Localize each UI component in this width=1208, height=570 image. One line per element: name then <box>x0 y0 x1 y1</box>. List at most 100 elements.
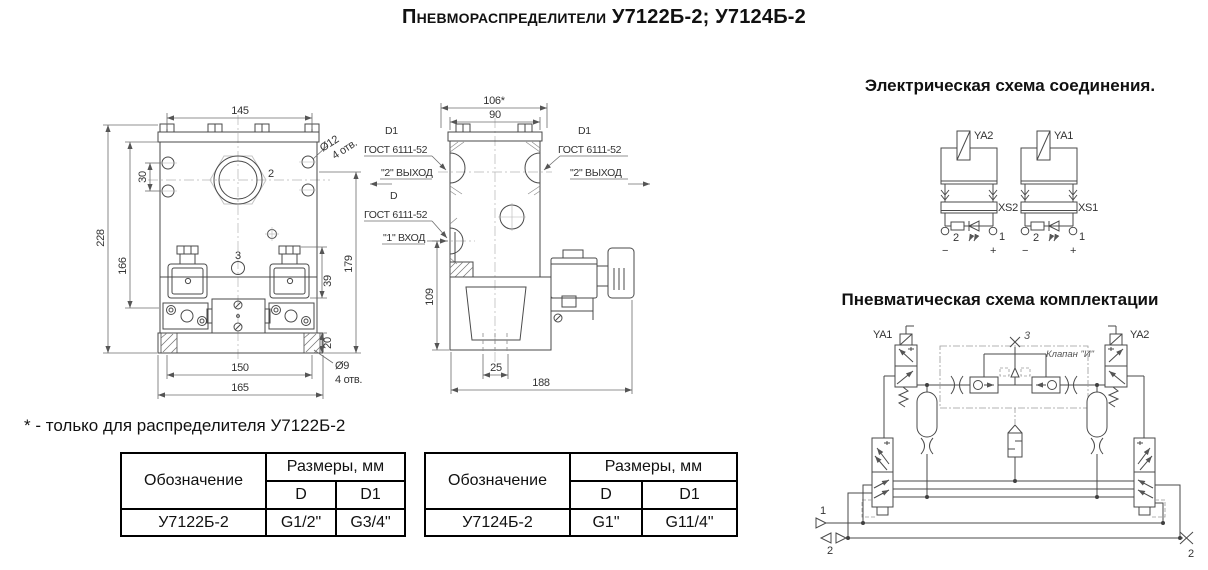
capsule-right <box>1086 385 1108 497</box>
dim-30: 30 <box>137 171 149 183</box>
coil-label-ya1: YA1 <box>1054 130 1073 142</box>
page-title: Пневмораспределители У7122Б-2; У7124Б-2 <box>402 6 806 28</box>
terminal-2-left: 2 <box>953 232 959 244</box>
front-mount-holes <box>159 155 317 198</box>
port-2-symbol <box>819 532 848 544</box>
terminal-2-right: 2 <box>1033 232 1039 244</box>
pneu-port-2-left: 2 <box>827 545 833 557</box>
pneu-label-exhaust: 3 <box>1024 330 1031 342</box>
side-lower-block <box>449 276 552 351</box>
footnote: * - только для распределителя У7122Б-2 <box>24 416 346 435</box>
port-in-name: "1" ВХОД <box>383 232 425 244</box>
front-top-bolts <box>159 123 320 133</box>
elec-unit-left <box>940 130 998 242</box>
port-out-left-gost: ГОСТ 6111-52 <box>364 144 428 156</box>
pneumatic-schematic <box>815 325 1194 545</box>
front-view-labels: 145 30 166 228 179 39 20 150 165 Ø12 4 о… <box>95 105 363 394</box>
table2-d1-header: D1 <box>641 480 738 510</box>
port-out-right-d: D1 <box>578 125 591 137</box>
dim-188: 188 <box>532 377 550 389</box>
side-view-labels: 106* 90 109 25 188 <box>424 95 550 389</box>
table2-d1-value: G11/4" <box>641 508 738 537</box>
pneu-bus-lines <box>826 480 1183 539</box>
mark-2: 2 <box>268 168 274 180</box>
table1-designation-header: Обозначение <box>120 452 267 510</box>
port-out-left-d: D1 <box>385 125 398 137</box>
terminal-1-right: 1 <box>1079 231 1085 243</box>
table2-d-header: D <box>569 480 643 510</box>
pneu-port-2-right: 2 <box>1188 548 1194 560</box>
front-feet-hatch <box>160 332 321 354</box>
port-out-right-gost: ГОСТ 6111-52 <box>558 144 622 156</box>
pneumatic-heading: Пневматическая схема комплектации <box>841 290 1159 309</box>
table2-designation-header: Обозначение <box>424 452 571 510</box>
front-right-plate <box>268 302 315 330</box>
side-view-dimensions <box>432 103 633 394</box>
polarity-neg-right: − <box>1022 245 1028 257</box>
pneumatic-labels: YA1 YA2 3 Клапан "И" 1 2 2 <box>820 329 1194 560</box>
mark-3: 3 <box>235 250 241 262</box>
terminal-1-left: 1 <box>999 231 1005 243</box>
front-view-dimensions <box>103 113 361 399</box>
side-view <box>438 118 635 362</box>
throttle-right <box>1064 375 1078 395</box>
junction-dots <box>846 383 1182 540</box>
connector-label-xs1: XS1 <box>1078 202 1098 214</box>
electrical-labels: YA2 XS2 2 1 − + YA1 XS1 2 1 − + <box>942 130 1098 257</box>
pneu-valve-right <box>1104 325 1145 438</box>
middle-silencer <box>1007 408 1023 481</box>
side-coil-silhouette <box>465 286 527 341</box>
table2-d-value: G1" <box>569 508 643 537</box>
table1-d-value: G1/2" <box>265 508 337 537</box>
electrical-schematic <box>940 130 1078 242</box>
pneu-port-1: 1 <box>820 505 826 517</box>
table1-d-header: D <box>265 480 337 510</box>
connector-label-xs2: XS2 <box>998 202 1018 214</box>
dim-90: 90 <box>489 109 501 121</box>
dim-145: 145 <box>231 105 249 117</box>
bottom-valve-left <box>861 437 894 518</box>
port-out-right-name: "2" ВЫХОД <box>570 167 622 179</box>
dim-106: 106* <box>483 95 505 107</box>
table1-d1-header: D1 <box>335 480 406 510</box>
dimension-table-u7124: Обозначение Размеры, мм D D1 У7124Б-2 G1… <box>424 452 738 537</box>
front-left-coil <box>167 245 208 299</box>
table2-sizes-header: Размеры, мм <box>569 452 738 482</box>
port-out-left-name: "2" ВЫХОД <box>381 167 433 179</box>
port-callouts: D1 ГОСТ 6111-52 "2" ВЫХОД D ГОСТ 6111-52… <box>364 125 650 245</box>
port-in-gost: ГОСТ 6111-52 <box>364 209 428 221</box>
pneu-label-ya2: YA2 <box>1130 329 1149 341</box>
and-valve-box <box>939 345 1089 409</box>
pneu-label-ya1: YA1 <box>873 329 892 341</box>
dim-228: 228 <box>95 229 107 247</box>
polarity-pos-right: + <box>1070 245 1076 257</box>
exhaust-3 <box>1009 336 1021 354</box>
dim-165: 165 <box>231 382 249 394</box>
port-in-d: D <box>390 190 398 202</box>
check-valve-left <box>969 376 999 394</box>
hole-dia-9: Ø9 <box>335 360 349 372</box>
coil-label-ya2: YA2 <box>974 130 993 142</box>
dim-179: 179 <box>343 255 355 273</box>
side-solenoid <box>550 247 635 323</box>
elec-unit-right <box>1020 130 1078 242</box>
pneu-valve-left <box>883 325 918 438</box>
side-connector-plug <box>607 247 635 299</box>
port-1-symbol <box>815 517 828 529</box>
electrical-heading: Электрическая схема соединения. <box>864 76 1156 95</box>
table1-d1-value: G3/4" <box>335 508 406 537</box>
side-top-bolts <box>455 123 533 133</box>
polarity-pos-left: + <box>990 245 996 257</box>
front-view <box>148 115 330 362</box>
dim-25: 25 <box>490 362 502 374</box>
front-top-plate <box>157 131 320 143</box>
dimension-table-u7122: Обозначение Размеры, мм D D1 У7122Б-2 G1… <box>120 452 406 537</box>
front-center-hole <box>231 261 245 275</box>
table1-sizes-header: Размеры, мм <box>265 452 406 482</box>
hole-dia-9-qty: 4 отв. <box>335 374 362 386</box>
polarity-neg-left: − <box>942 245 948 257</box>
front-port-circle <box>209 155 267 205</box>
front-base <box>157 332 324 354</box>
